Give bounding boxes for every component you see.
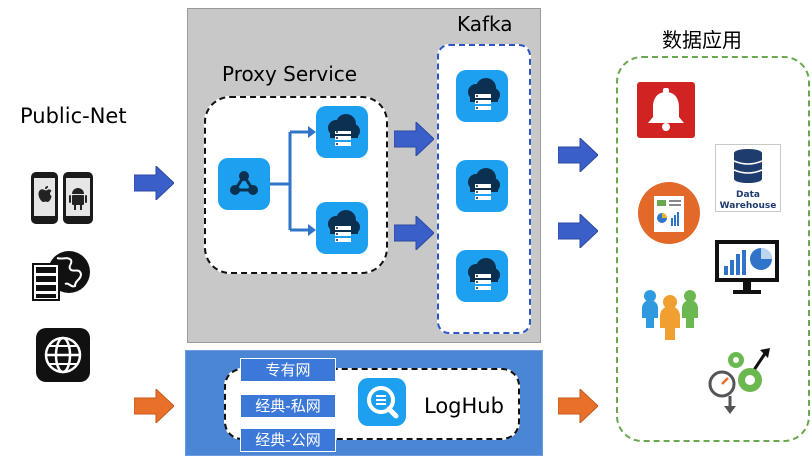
network-classic-public-tab[interactable]: 经典-公网 [240, 428, 336, 452]
proxy-cloud-server-1 [316, 106, 368, 158]
public-net-label: Public-Net [20, 104, 127, 128]
proxy-connectors [270, 126, 316, 236]
arrow-loghub-to-apps [558, 389, 598, 423]
network-vpc-tab[interactable]: 专有网 [240, 358, 336, 382]
kafka-label: Kafka [457, 12, 513, 36]
arrow-public-to-loghub [134, 389, 174, 423]
loghub-label: LogHub [424, 394, 504, 418]
proxy-cloud-server-2 [316, 202, 368, 254]
android-phone-icon [63, 172, 93, 224]
alarm-bell-icon [637, 82, 695, 138]
report-icon [638, 182, 700, 244]
arrow-public-to-proxy [134, 166, 174, 200]
hub-icon [218, 158, 270, 210]
network-classic-private-tab[interactable]: 经典-私网 [240, 394, 336, 418]
data-warehouse-label-line1: Data [736, 190, 760, 200]
data-warehouse-icon: Data Warehouse [715, 144, 781, 212]
people-icon [638, 286, 702, 342]
loghub-icon [358, 378, 406, 426]
web-globe-icon [36, 328, 90, 382]
data-warehouse-label-line2: Warehouse [719, 201, 777, 211]
proxy-service-label: Proxy Service [222, 62, 358, 86]
data-apps-label: 数据应用 [662, 28, 742, 52]
arrow-kafka-to-apps-1 [558, 138, 598, 172]
server-globe-icon [31, 248, 91, 302]
kafka-cloud-server-1 [456, 70, 508, 122]
gears-speed-icon [706, 346, 774, 416]
arrow-proxy-to-kafka-2 [394, 216, 434, 250]
arrow-proxy-to-kafka-1 [394, 122, 434, 156]
arrow-kafka-to-apps-2 [558, 214, 598, 248]
apple-phone-icon [31, 172, 58, 224]
monitor-chart-icon [713, 238, 781, 300]
data-apps-region [616, 56, 810, 442]
kafka-cloud-server-2 [456, 160, 508, 212]
kafka-cloud-server-3 [456, 250, 508, 302]
network-types: 专有网 经典-私网 经典-公网 [240, 358, 390, 452]
